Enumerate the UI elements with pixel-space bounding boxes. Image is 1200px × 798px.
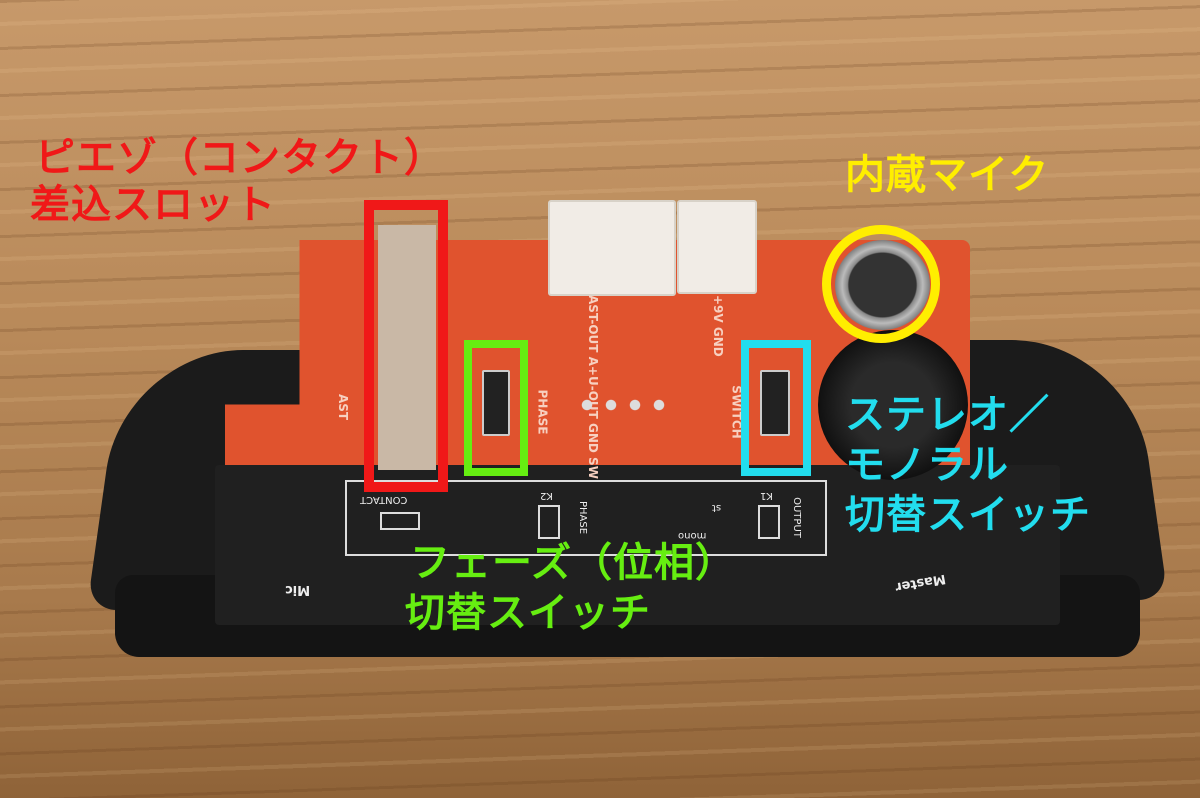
piezo-slot bbox=[378, 225, 436, 470]
mic-label: 内蔵マイク bbox=[845, 151, 1050, 198]
piezo-highlight-box bbox=[364, 200, 448, 492]
panel-phase-label: PHASE bbox=[577, 500, 589, 535]
connector-2pin bbox=[677, 200, 757, 294]
solder-pads bbox=[575, 398, 670, 412]
connector-4pin bbox=[548, 200, 676, 296]
pcb-ast-label: AST bbox=[336, 393, 351, 421]
panel-st-label: st bbox=[712, 502, 722, 513]
device-case bbox=[215, 465, 1060, 625]
phase-label-line2: 切替スイッチ bbox=[405, 589, 651, 636]
case-mic-label: Mic bbox=[285, 582, 311, 597]
phase-switch[interactable] bbox=[482, 370, 510, 436]
output-switch[interactable] bbox=[760, 370, 790, 436]
master-knob[interactable] bbox=[818, 330, 968, 480]
panel-k1-label: K1 bbox=[760, 490, 773, 501]
output-label-line2: モノラル bbox=[845, 441, 1009, 488]
mic-highlight-circle bbox=[822, 225, 940, 343]
contact-jack-icon bbox=[380, 512, 420, 530]
output-highlight-box bbox=[741, 340, 811, 476]
power-pin-labels: +9V GND bbox=[711, 295, 725, 357]
output-label-line1: ステレオ／ bbox=[845, 391, 1050, 438]
panel-k2-label: K2 bbox=[540, 490, 553, 501]
piezo-label-line2: 差込スロット bbox=[30, 181, 276, 228]
panel-contact-label: CONTACT bbox=[360, 494, 408, 505]
output-switch-icon bbox=[758, 505, 780, 539]
phase-label-line1: フェーズ（位相） bbox=[410, 539, 736, 586]
output-label-line3: 切替スイッチ bbox=[845, 491, 1091, 538]
connector-pin-labels: AST-OUT A+U-OUT GND SW bbox=[586, 295, 600, 479]
panel-output-label: OUTPUT bbox=[790, 497, 802, 538]
phase-highlight-box bbox=[464, 340, 528, 476]
phase-switch-icon bbox=[538, 505, 560, 539]
piezo-label-line1: ピエゾ（コンタクト） bbox=[35, 134, 445, 181]
control-panel-print bbox=[345, 480, 827, 556]
pcb-phase-label: PHASE bbox=[535, 389, 550, 435]
